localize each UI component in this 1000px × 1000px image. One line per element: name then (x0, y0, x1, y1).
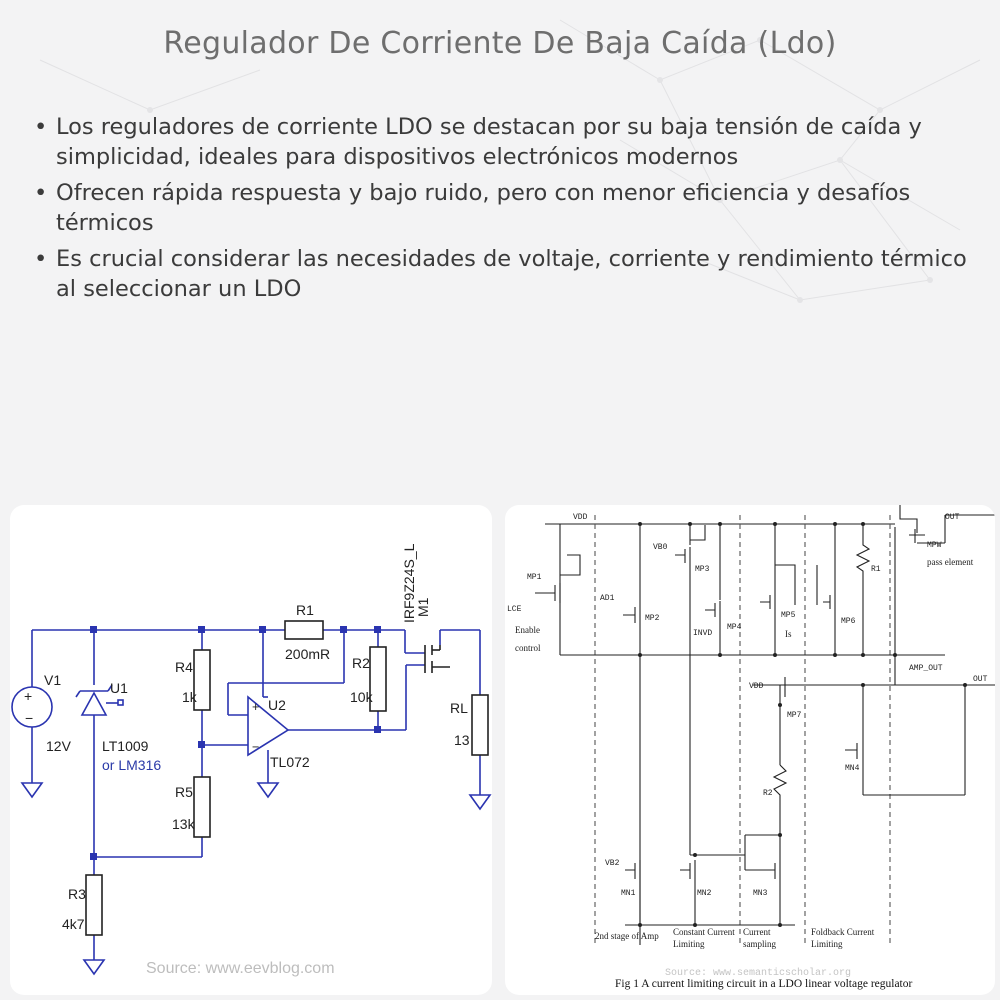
ad1-label: AD1 (600, 594, 615, 603)
section-current: Current (743, 927, 771, 937)
v1-source (11, 686, 53, 728)
current-source-schematic-panel: + − + − (10, 505, 492, 995)
amp-out-label: AMP_OUT (909, 664, 943, 673)
v1-minus: − (25, 710, 33, 726)
ground-icon (256, 782, 280, 799)
u1-alternative: or LM316 (102, 757, 161, 773)
ground-icon (468, 794, 492, 811)
section-current-sampling: sampling (743, 939, 776, 949)
r2-resistor (369, 646, 387, 712)
v1-label: V1 (44, 672, 61, 688)
mp5-label: MP5 (781, 611, 796, 620)
ldo-current-limit-schematic-panel: VDD VDD OUT OUT MP1 MP2 MP3 MP4 MP5 MP6 … (505, 505, 995, 995)
section-foldback-limiting: Limiting (811, 939, 843, 949)
u1-reference-diode (75, 684, 124, 716)
r1-value: 200mR (285, 646, 330, 662)
is-label: Is (785, 629, 792, 639)
v1-plus: + (24, 688, 32, 704)
figure-caption: Fig 1 A current limiting circuit in a LD… (615, 978, 912, 990)
r1-label: R1 (871, 565, 881, 574)
u2-part: TL072 (270, 754, 310, 770)
mp4-label: MP4 (727, 623, 742, 632)
right-source-credit: Source: www.semanticscholar.org (665, 967, 851, 979)
u2-label: U2 (268, 697, 286, 713)
m1-part: IRF9Z24S_L (401, 543, 417, 623)
ground-icon (82, 959, 106, 976)
mp1-label: MP1 (527, 573, 542, 582)
opamp-plus: + (252, 700, 259, 714)
bullet-list: Los reguladores de corriente LDO se dest… (34, 112, 984, 310)
rl-label: RL (450, 700, 468, 716)
out2-label: OUT (973, 675, 988, 684)
mn3-label: MN3 (753, 889, 768, 898)
u1-label: U1 (110, 680, 128, 696)
mp3-label: MP3 (695, 565, 710, 574)
section-constant-current-limiting: Limiting (673, 939, 705, 949)
r4-value: 1k (182, 689, 198, 705)
r5-resistor (193, 776, 211, 838)
m1-label: M1 (415, 597, 431, 617)
section-foldback-current: Foldback Current (811, 927, 875, 937)
r3-label: R3 (68, 886, 86, 902)
bullet-item: Es crucial considerar las necesidades de… (34, 244, 984, 304)
ldo-current-limit-schematic: VDD VDD OUT OUT MP1 MP2 MP3 MP4 MP5 MP6 … (507, 505, 995, 990)
mn2-label: MN2 (697, 889, 712, 898)
section-constant-current: Constant Current (673, 927, 735, 937)
ground-icon (20, 782, 44, 799)
rl-resistor (471, 694, 489, 756)
page-title: Regulador De Corriente De Baja Caída (Ld… (163, 26, 837, 61)
out-label: OUT (945, 513, 960, 522)
opamp-minus: − (252, 740, 259, 754)
r2-value: 10k (350, 689, 374, 705)
pass-element-label: pass element (927, 557, 974, 567)
v1-value: 12V (46, 738, 72, 754)
r3-value: 4k7 (62, 916, 85, 932)
lce-label: LCE (507, 605, 522, 614)
current-source-schematic: + − + − (11, 543, 492, 977)
r3-resistor (85, 874, 103, 936)
u2-opamp (247, 695, 290, 757)
left-source-credit: Source: www.eevblog.com (146, 960, 335, 977)
vdd2-label: VDD (749, 682, 764, 691)
r4-label: R4 (175, 659, 193, 675)
invd-label: INVD (693, 629, 712, 638)
enable-label: Enable (515, 625, 540, 635)
bullet-item: Ofrecen rápida respuesta y bajo ruido, p… (34, 178, 984, 238)
u1-part: LT1009 (102, 738, 149, 754)
r1-resistor (284, 620, 324, 640)
mn1-label: MN1 (621, 889, 636, 898)
mpw-label: MPW (927, 541, 942, 550)
control-label: control (515, 643, 541, 653)
mp6-label: MP6 (841, 617, 856, 626)
bullet-item: Los reguladores de corriente LDO se dest… (34, 112, 984, 172)
r1-label: R1 (296, 602, 314, 618)
r5-value: 13k (172, 816, 196, 832)
m1-mosfet (424, 645, 450, 673)
r2-label: R2 (352, 655, 370, 671)
vb0-label: VB0 (653, 543, 668, 552)
r4-resistor (193, 649, 211, 711)
rl-value: 13 (454, 732, 470, 748)
section-2nd-stage-amp: 2nd stage of Amp (595, 931, 659, 941)
vb2-label: VB2 (605, 859, 620, 868)
mn4-label: MN4 (845, 764, 860, 773)
r2-label: R2 (763, 789, 773, 798)
vdd-label: VDD (573, 513, 588, 522)
mp2-label: MP2 (645, 614, 660, 623)
r5-label: R5 (175, 784, 193, 800)
mp7-label: MP7 (787, 711, 802, 720)
